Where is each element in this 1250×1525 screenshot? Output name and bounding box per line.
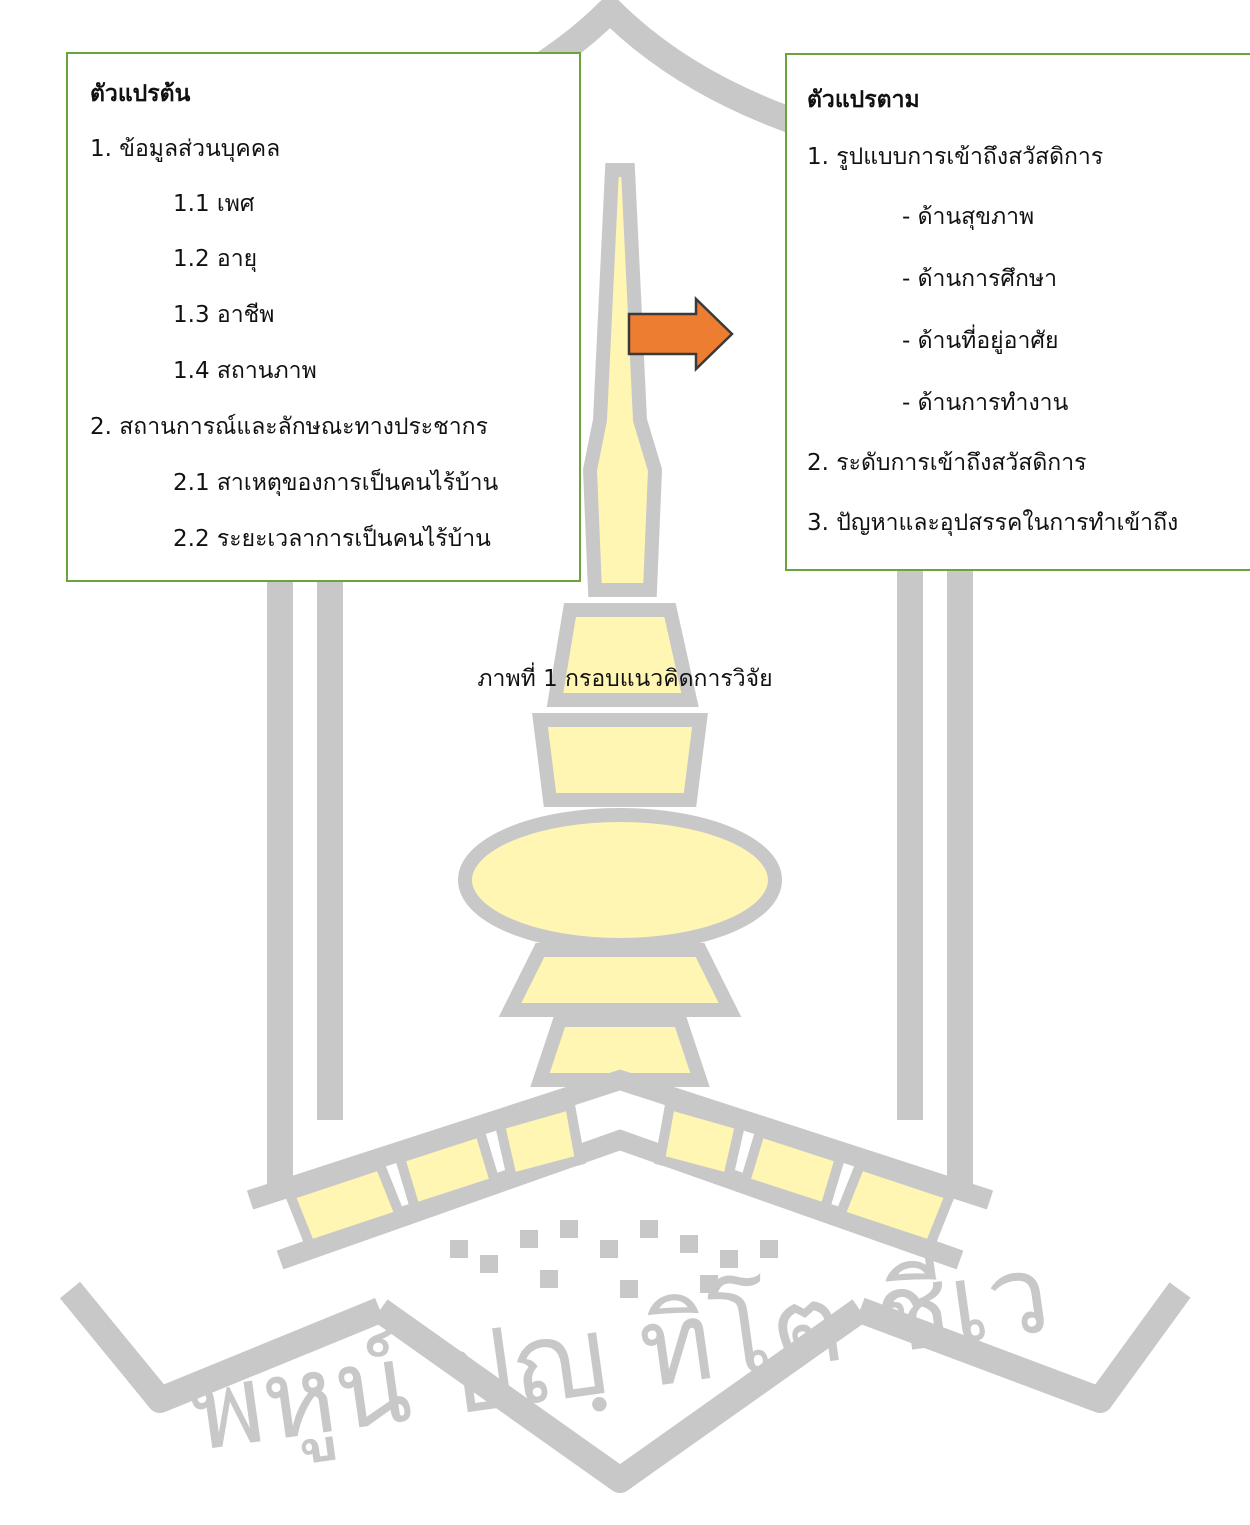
dependent-variables-box: ตัวแปรตาม 1. รูปแบบการเข้าถึงสวัสดิการ -… (785, 53, 1250, 571)
watermark-text: พหูน์ ปญฺ ทิโต ชีเว (182, 1229, 1058, 1479)
dependent-subitem: - ด้านการทำงาน (902, 390, 1069, 416)
independent-subitem: 1.3 อาชีพ (173, 302, 275, 328)
independent-variables-box: ตัวแปรต้น 1. ข้อมูลส่วนบุคคล 1.1 เพศ 1.2… (66, 52, 581, 582)
independent-item: 2. สถานการณ์และลักษณะทางประชากร (90, 414, 488, 440)
dependent-subitem: - ด้านสุขภาพ (902, 204, 1035, 230)
dependent-item: 2. ระดับการเข้าถึงสวัสดิการ (807, 450, 1087, 476)
dependent-title: ตัวแปรตาม (807, 87, 920, 113)
dependent-subitem: - ด้านที่อยู่อาศัย (902, 328, 1059, 354)
independent-subitem: 2.2 ระยะเวลาการเป็นคนไร้บ้าน (173, 526, 491, 552)
independent-item: 1. ข้อมูลส่วนบุคคล (90, 136, 281, 162)
independent-subitem: 2.1 สาเหตุของการเป็นคนไร้บ้าน (173, 470, 499, 496)
independent-title: ตัวแปรต้น (90, 81, 191, 107)
independent-subitem: 1.4 สถานภาพ (173, 358, 317, 384)
independent-subitem: 1.2 อายุ (173, 246, 258, 272)
right-arrow-icon (627, 296, 734, 372)
figure-caption: ภาพที่ 1 กรอบแนวคิดการวิจัย (477, 666, 773, 692)
dependent-subitem: - ด้านการศึกษา (902, 266, 1057, 292)
dependent-item: 3. ปัญหาและอุปสรรคในการทำเข้าถึง (807, 510, 1179, 536)
independent-subitem: 1.1 เพศ (173, 191, 255, 217)
dependent-item: 1. รูปแบบการเข้าถึงสวัสดิการ (807, 144, 1104, 170)
